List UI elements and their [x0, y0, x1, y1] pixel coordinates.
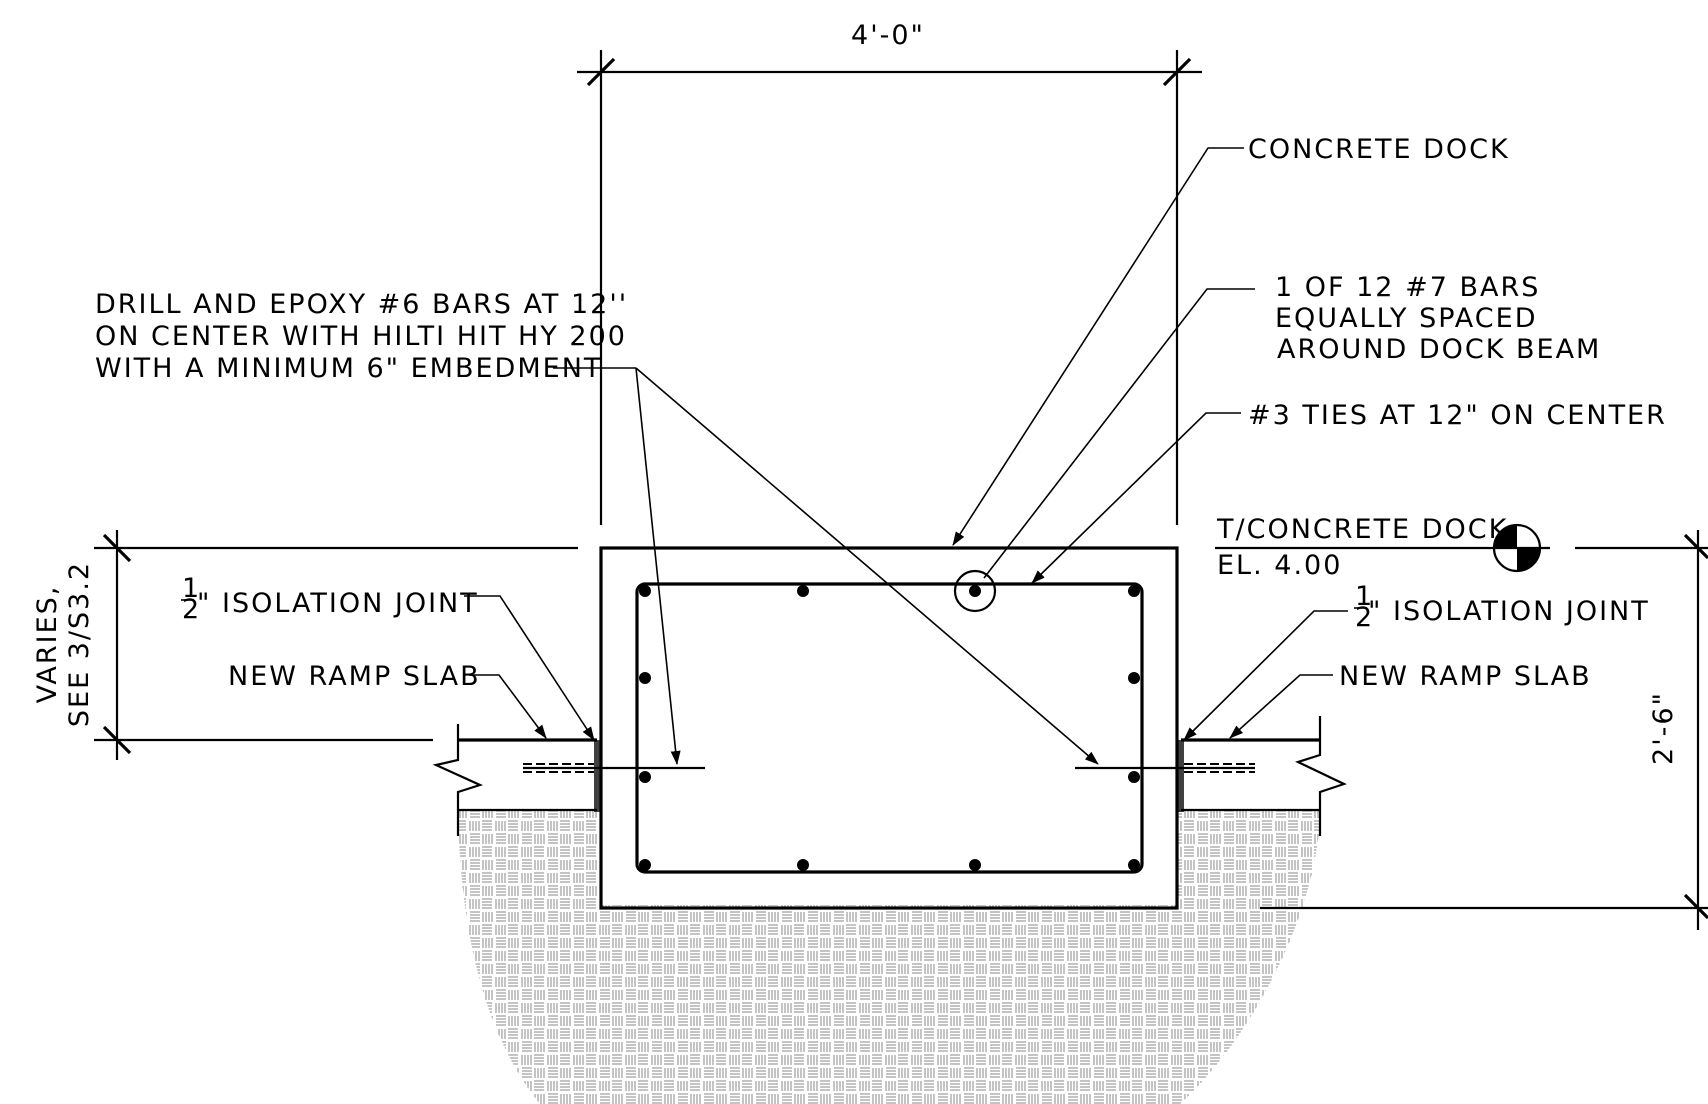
- rebar-dot: [639, 859, 651, 871]
- ramp-slab-right-label: NEW RAMP SLAB: [1339, 661, 1592, 692]
- tie-stirrup: [635, 582, 1144, 874]
- ramp-slab-left: [432, 724, 597, 836]
- rebar-dot: [1128, 771, 1140, 783]
- elevation-label: EL. 4.00: [1217, 550, 1342, 581]
- bars-callout: 1 OF 12 #7 BARS EQUALLY SPACED AROUND DO…: [983, 272, 1601, 579]
- drill-epoxy-callout: DRILL AND EPOXY #6 BARS AT 12'' ON CENTE…: [95, 289, 1099, 765]
- rebar-dot: [639, 771, 651, 783]
- height-dimension: 2'-6": [1260, 530, 1708, 930]
- highlighted-bar-circle: [953, 569, 997, 613]
- earth-hatch: [458, 810, 1320, 1104]
- rebar-dot: [1128, 859, 1140, 871]
- rebar-dot: [1128, 672, 1140, 684]
- isolation-joint-left: [594, 740, 600, 812]
- dowel-bar-left: [523, 763, 705, 773]
- rebar-dot: [797, 859, 809, 871]
- bars-label-line3: AROUND DOCK BEAM: [1277, 334, 1601, 365]
- rebar-dot: [969, 585, 981, 597]
- rebar-dot: [1128, 585, 1140, 597]
- ramp-slab-left-callout: NEW RAMP SLAB: [228, 661, 547, 739]
- height-dimension-label: 2'-6": [1648, 691, 1679, 765]
- ties-label: #3 TIES AT 12" ON CENTER: [1248, 400, 1667, 431]
- dowel-bar-right: [1075, 763, 1255, 773]
- fraction-denominator-left: 2: [182, 594, 201, 625]
- ramp-slab-left-label: NEW RAMP SLAB: [228, 661, 481, 692]
- drill-label-line2: ON CENTER WITH HILTI HIT HY 200: [95, 321, 627, 352]
- top-of-concrete-label: T/CONCRETE DOCK: [1216, 514, 1508, 545]
- isolation-joint-left-label: " ISOLATION JOINT: [197, 588, 479, 619]
- ties-callout: #3 TIES AT 12" ON CENTER: [1031, 400, 1667, 584]
- elevation-marker: T/CONCRETE DOCK EL. 4.00: [1215, 514, 1550, 581]
- varies-label-line2: SEE 3/S3.2: [64, 561, 95, 727]
- ramp-slab-right: [1181, 716, 1347, 836]
- width-dimension-label: 4'-0": [851, 20, 925, 51]
- bars-label-line2: EQUALLY SPACED: [1275, 303, 1538, 334]
- fraction-numerator-left: 1: [182, 573, 201, 604]
- drill-label-line1: DRILL AND EPOXY #6 BARS AT 12'': [95, 289, 628, 320]
- width-dimension: 4'-0": [577, 20, 1202, 525]
- ramp-slab-right-callout: NEW RAMP SLAB: [1229, 661, 1592, 739]
- isolation-joint-right-label: " ISOLATION JOINT: [1368, 596, 1650, 627]
- fraction-denominator-right: 2: [1355, 602, 1374, 633]
- bars-label-line1: 1 OF 12 #7 BARS: [1275, 272, 1540, 303]
- drill-label-line3: WITH A MINIMUM 6" EMBEDMENT: [95, 353, 602, 384]
- rebar-dot: [639, 585, 651, 597]
- varies-dimension: VARIES, SEE 3/S3.2: [32, 530, 578, 760]
- rebar-dot: [797, 585, 809, 597]
- fraction-numerator-right: 1: [1355, 581, 1374, 612]
- concrete-dock-callout: CONCRETE DOCK: [952, 134, 1510, 546]
- concrete-dock-beam: [599, 546, 1179, 910]
- varies-label-line1: VARIES,: [32, 585, 63, 704]
- longitudinal-bars: [639, 569, 1140, 871]
- concrete-dock-label: CONCRETE DOCK: [1248, 134, 1510, 165]
- rebar-dot: [969, 859, 981, 871]
- isolation-joint-right: [1178, 740, 1184, 812]
- rebar-dot: [639, 672, 651, 684]
- isolation-joint-right-callout: 1 2 " ISOLATION JOINT: [1183, 581, 1650, 741]
- isolation-joint-left-callout: 1 2 " ISOLATION JOINT: [181, 573, 595, 741]
